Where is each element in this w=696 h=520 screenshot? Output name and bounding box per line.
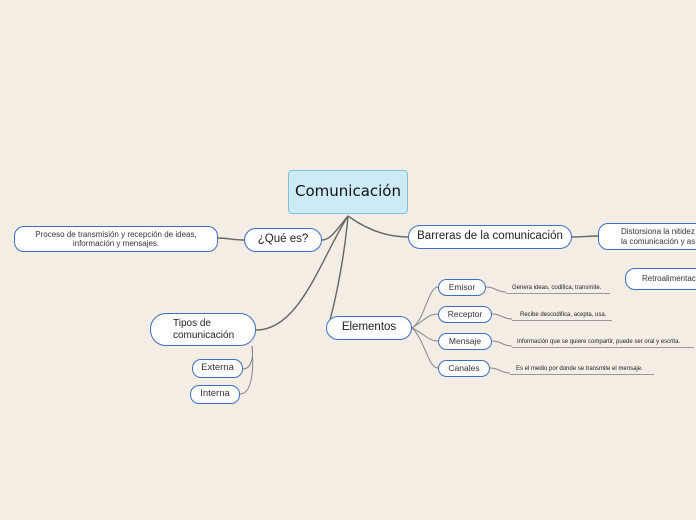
node-barreras-label: Barreras de la comunicación bbox=[417, 230, 563, 243]
link-mensaje-note bbox=[491, 340, 513, 347]
link-emisor-note bbox=[485, 286, 507, 293]
node-barreras[interactable]: Barreras de la comunicación bbox=[408, 225, 572, 249]
node-mensaje[interactable]: Mensaje bbox=[438, 333, 492, 350]
note-mensaje: Información que se quiere compartir, pue… bbox=[517, 339, 680, 345]
node-tipo-externa[interactable]: Externa bbox=[192, 359, 243, 378]
node-retroalimentacion[interactable]: Retroalimentac bbox=[625, 268, 696, 290]
node-tipo-externa-label: Externa bbox=[201, 362, 234, 374]
node-barreras-detail[interactable]: Distorsiona la nitidez de la comunicació… bbox=[598, 223, 696, 250]
node-tipo-interna[interactable]: Interna bbox=[190, 385, 240, 404]
note-emisor-underline bbox=[506, 293, 610, 294]
note-receptor: Recibe descodifica, acepta, usa. bbox=[520, 312, 606, 318]
note-canales-underline bbox=[510, 374, 654, 375]
link-que-es-definition bbox=[217, 237, 245, 241]
link-root-tipos bbox=[255, 215, 349, 331]
node-que-es-label: ¿Qué es? bbox=[257, 233, 309, 246]
node-canales-label: Canales bbox=[448, 362, 480, 373]
link-canales-note bbox=[489, 367, 511, 374]
node-emisor[interactable]: Emisor bbox=[438, 279, 486, 296]
note-receptor-text: Recibe descodifica, acepta, usa. bbox=[520, 312, 607, 318]
node-que-es[interactable]: ¿Qué es? bbox=[244, 228, 322, 252]
link-tipos-externa bbox=[242, 345, 253, 370]
note-canales: Es el medio por donde se transmite el me… bbox=[516, 366, 643, 372]
link-elementos-canales bbox=[411, 327, 439, 369]
link-tipos-interna bbox=[239, 345, 254, 395]
node-definition-text: Proceso de transmisión y recepción de id… bbox=[35, 229, 197, 248]
node-barreras-detail-text: Distorsiona la nitidez de la comunicació… bbox=[621, 227, 696, 246]
node-receptor-label: Receptor bbox=[447, 308, 483, 319]
node-canales[interactable]: Canales bbox=[438, 360, 490, 377]
node-elementos-label: Elementos bbox=[341, 321, 397, 334]
note-receptor-underline bbox=[512, 320, 612, 321]
node-mensaje-label: Mensaje bbox=[448, 335, 482, 346]
link-elementos-receptor bbox=[411, 313, 439, 329]
note-canales-text: Es el medio por donde se transmite el me… bbox=[516, 366, 643, 372]
note-emisor-text: Genera ideas, codifica, transmite. bbox=[512, 285, 602, 291]
link-root-elementos bbox=[329, 215, 349, 321]
root-label: Comunicación bbox=[295, 182, 401, 201]
node-tipo-interna-label: Interna bbox=[200, 388, 230, 400]
node-tipos-label: Tipos de comunicación bbox=[173, 318, 235, 341]
node-tipos[interactable]: Tipos de comunicación bbox=[150, 313, 256, 346]
note-mensaje-underline bbox=[512, 347, 694, 348]
link-root-que-es bbox=[321, 215, 349, 241]
note-emisor: Genera ideas, codifica, transmite. bbox=[512, 285, 601, 291]
node-elementos[interactable]: Elementos bbox=[326, 316, 412, 340]
link-root-barreras bbox=[347, 215, 409, 238]
link-elementos-emisor bbox=[411, 286, 439, 329]
note-mensaje-text: Información que se quiere compartir, pue… bbox=[517, 339, 681, 345]
link-receptor-note bbox=[491, 313, 513, 320]
node-retroalimentacion-text: Retroalimentac bbox=[642, 274, 696, 284]
node-emisor-label: Emisor bbox=[448, 281, 476, 292]
root-node-comunicacion[interactable]: Comunicación bbox=[288, 170, 408, 214]
node-definition[interactable]: Proceso de transmisión y recepción de id… bbox=[14, 226, 218, 252]
node-receptor[interactable]: Receptor bbox=[438, 306, 492, 323]
link-elementos-mensaje bbox=[411, 327, 439, 342]
link-barreras-detail bbox=[571, 235, 599, 238]
